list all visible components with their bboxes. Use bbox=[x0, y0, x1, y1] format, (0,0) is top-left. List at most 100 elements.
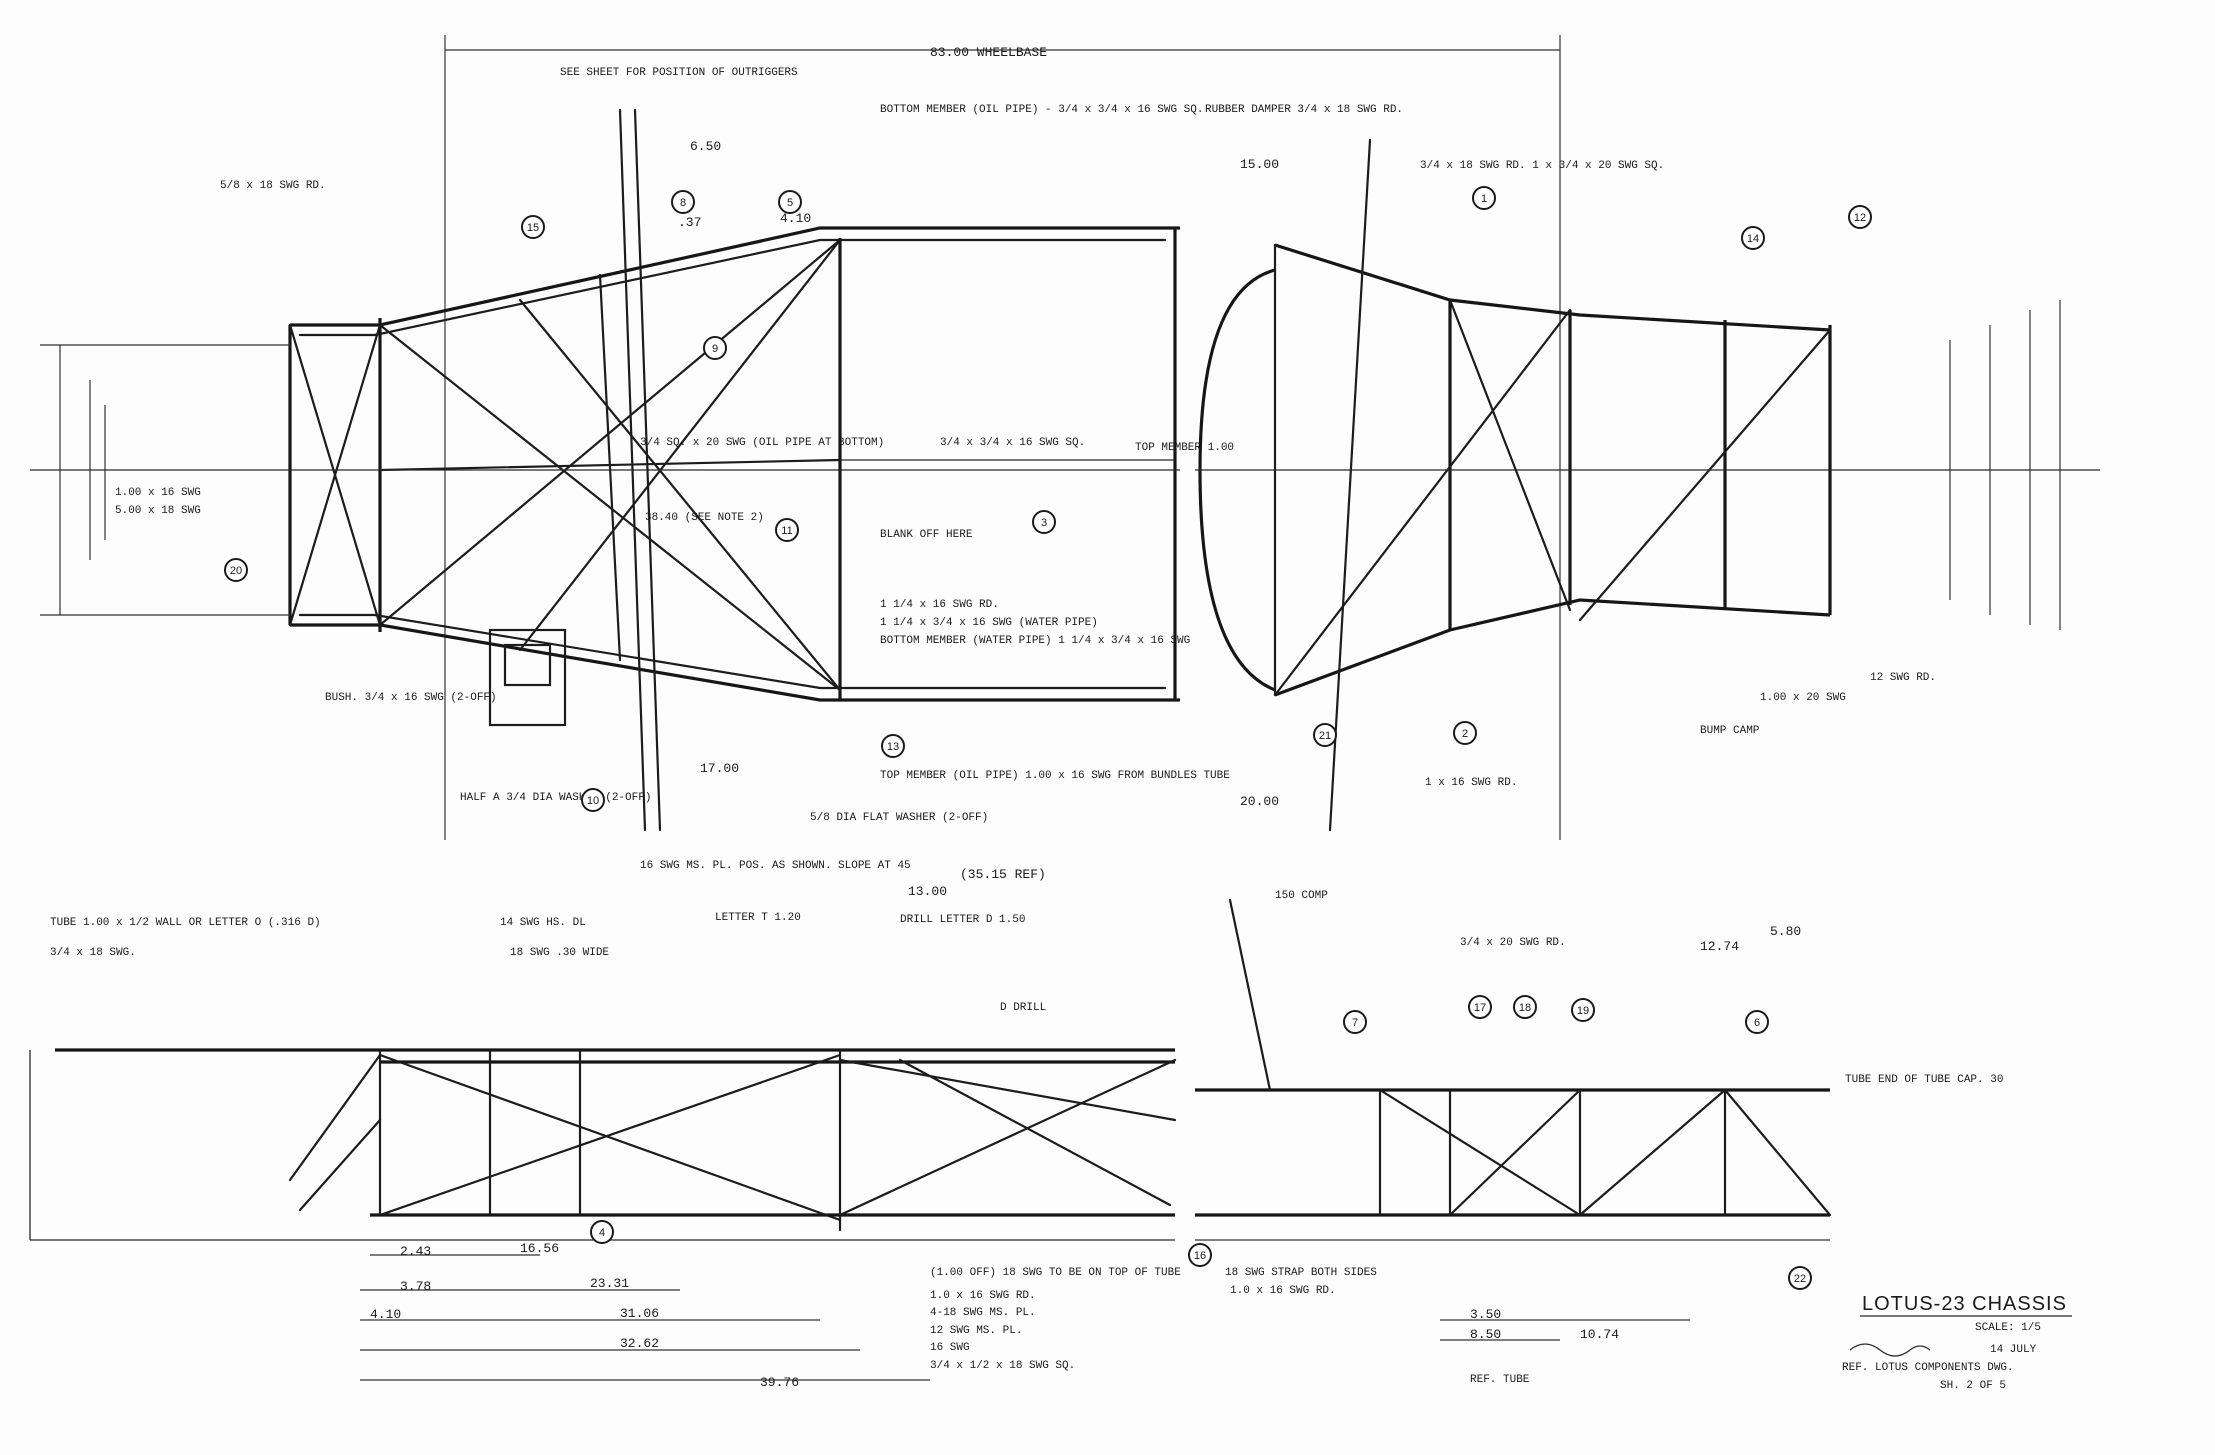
note-drill-2: D DRILL bbox=[1000, 1002, 1046, 1014]
note-bump: BUMP CAMP bbox=[1700, 725, 1760, 737]
dim-3-78: 3.78 bbox=[400, 1279, 431, 1294]
note-top-member-2: TOP MEMBER 1.00 bbox=[1135, 442, 1234, 454]
balloon: 12 bbox=[1848, 205, 1872, 229]
dim-3-50: 3.50 bbox=[1470, 1307, 1501, 1322]
note-tube-end: TUBE END OF TUBE CAP. 30 bbox=[1845, 1074, 2003, 1086]
dim-16-56: 16.56 bbox=[520, 1241, 559, 1256]
dim-5-80: 5.80 bbox=[1770, 924, 1801, 939]
note-bottom-member: BOTTOM MEMBER (OIL PIPE) - 3/4 x 3/4 x 1… bbox=[880, 104, 1203, 116]
dim-15-00: 15.00 bbox=[1240, 157, 1279, 172]
note-letter: LETTER T 1.20 bbox=[715, 912, 801, 924]
dim-4-10b: 4.10 bbox=[370, 1307, 401, 1322]
balloon: 6 bbox=[1745, 1010, 1769, 1034]
note-top-member: TOP MEMBER (OIL PIPE) 1.00 x 16 SWG FROM… bbox=[880, 770, 1230, 782]
note-half-washer: HALF A 3/4 DIA WASHER (2-OFF) bbox=[460, 792, 651, 804]
svg-text:9: 9 bbox=[712, 343, 718, 355]
note-blank: BLANK OFF HERE bbox=[880, 529, 973, 541]
side-view-rear: 12.74 5.80 3.50 8.50 10.74 150 COMP 3/4 … bbox=[1195, 890, 2003, 1386]
note-drill: DRILL LETTER D 1.50 bbox=[900, 914, 1025, 926]
dim-20-00: 20.00 bbox=[1240, 794, 1279, 809]
svg-text:22: 22 bbox=[1794, 1273, 1806, 1285]
note-16-swg-rd: 1 x 16 SWG RD. bbox=[1425, 777, 1517, 789]
balloon: 13 bbox=[881, 734, 905, 758]
balloon: 14 bbox=[1741, 226, 1765, 250]
note-tube-left: TUBE 1.00 x 1/2 WALL OR LETTER O (.316 D… bbox=[50, 917, 321, 929]
note-flat-washer: 5/8 DIA FLAT WASHER (2-OFF) bbox=[810, 812, 988, 824]
balloon: 17 bbox=[1468, 995, 1492, 1019]
note-sq2: 3/4 x 3/4 x 16 SWG SQ. bbox=[940, 437, 1085, 449]
balloon: 4 bbox=[590, 1220, 614, 1244]
drawing-date: 14 JULY bbox=[1990, 1344, 2037, 1356]
balloon: 21 bbox=[1313, 723, 1337, 747]
plan-view-rear: RUBBER DAMPER 3/4 x 18 SWG RD. 3/4 x 18 … bbox=[1195, 104, 2100, 832]
wheelbase-label: 83.00 WHEELBASE bbox=[930, 45, 1047, 60]
svg-text:16: 16 bbox=[1194, 1250, 1206, 1262]
drawing-title: LOTUS-23 CHASSIS bbox=[1862, 1293, 2067, 1315]
svg-text:15: 15 bbox=[527, 222, 539, 234]
balloon: 10 bbox=[581, 788, 605, 812]
balloon: 19 bbox=[1571, 998, 1595, 1022]
drawing-scale: SCALE: 1/5 bbox=[1975, 1322, 2041, 1334]
dim-17-00: 17.00 bbox=[700, 761, 739, 776]
svg-text:10: 10 bbox=[587, 795, 599, 807]
svg-text:17: 17 bbox=[1474, 1002, 1486, 1014]
balloon: 11 bbox=[775, 518, 799, 542]
note-ref-tube: REF. TUBE bbox=[1470, 1374, 1530, 1386]
dim-6-50: 6.50 bbox=[690, 139, 721, 154]
title-block: LOTUS-23 CHASSIS SCALE: 1/5 14 JULY REF.… bbox=[1842, 1293, 2072, 1392]
balloon: 5 bbox=[778, 190, 802, 214]
note-bottom-water: BOTTOM MEMBER (WATER PIPE) 1 1/4 x 3/4 x… bbox=[880, 635, 1190, 647]
dim-8-50: 8.50 bbox=[1470, 1327, 1501, 1342]
balloon: 8 bbox=[671, 190, 695, 214]
note-16-swg: 16 SWG bbox=[930, 1342, 970, 1354]
note-rubber: RUBBER DAMPER 3/4 x 18 SWG RD. bbox=[1205, 104, 1403, 116]
note-bush: BUSH. 3/4 x 16 SWG (2-OFF) bbox=[325, 692, 497, 704]
balloon-group: 15 8 5 9 20 11 3 13 10 14 12 1 2 17 18 1… bbox=[224, 186, 1872, 1290]
dim-32-62: 32.62 bbox=[620, 1336, 659, 1351]
dim-2-43: 2.43 bbox=[400, 1244, 431, 1259]
dim-35-15-ref: (35.15 REF) bbox=[960, 867, 1046, 882]
dim-10-74: 10.74 bbox=[1580, 1327, 1619, 1342]
svg-text:7: 7 bbox=[1352, 1017, 1358, 1029]
note-3-4-20-rd: 3/4 x 20 SWG RD. bbox=[1460, 937, 1566, 949]
note-14swg: 14 SWG HS. DL bbox=[500, 917, 586, 929]
note-water: 1 1/4 x 3/4 x 16 SWG (WATER PIPE) bbox=[880, 617, 1098, 629]
dim-12-74: 12.74 bbox=[1700, 939, 1739, 954]
note-1-16-rd: 1.0 x 16 SWG RD. bbox=[1230, 1285, 1336, 1297]
dim-39-76: 39.76 bbox=[760, 1375, 799, 1390]
dim-37: .37 bbox=[678, 215, 701, 230]
note-3-4-1-2: 3/4 x 1/2 x 18 SWG SQ. bbox=[930, 1360, 1075, 1372]
svg-text:3: 3 bbox=[1041, 517, 1047, 529]
dim-13-00: 13.00 bbox=[908, 884, 947, 899]
note-5-8-18: 5/8 x 18 SWG RD. bbox=[220, 180, 326, 192]
svg-text:20: 20 bbox=[230, 565, 242, 577]
balloon: 15 bbox=[521, 215, 545, 239]
balloon: 1 bbox=[1472, 186, 1496, 210]
drawing-sheet: SH. 2 OF 5 bbox=[1940, 1380, 2006, 1392]
note-18-strap: 18 SWG STRAP BOTH SIDES bbox=[1225, 1267, 1377, 1279]
note-18swg: 18 SWG .30 WIDE bbox=[510, 947, 609, 959]
balloon: 7 bbox=[1343, 1010, 1367, 1034]
svg-text:5: 5 bbox=[787, 197, 793, 209]
balloon: 2 bbox=[1453, 721, 1477, 745]
note-3-4-18: 3/4 x 18 SWG RD. 1 x 3/4 x 20 SWG SQ. bbox=[1420, 160, 1664, 172]
balloon: 22 bbox=[1788, 1266, 1812, 1290]
balloon: 3 bbox=[1032, 510, 1056, 534]
svg-text:2: 2 bbox=[1462, 728, 1468, 740]
balloon: 9 bbox=[703, 336, 727, 360]
svg-text:18: 18 bbox=[1519, 1002, 1531, 1014]
note-1-0-16: 1.0 x 16 SWG RD. bbox=[930, 1290, 1036, 1302]
note-1-00-20: 1.00 x 20 SWG bbox=[1760, 692, 1846, 704]
svg-text:19: 19 bbox=[1577, 1005, 1589, 1017]
svg-text:21: 21 bbox=[1319, 730, 1331, 742]
svg-text:12: 12 bbox=[1854, 212, 1866, 224]
note-16swg-ms: 16 SWG MS. PL. POS. AS SHOWN. SLOPE AT 4… bbox=[640, 860, 911, 872]
balloon: 20 bbox=[224, 558, 248, 582]
svg-text:14: 14 bbox=[1747, 233, 1759, 245]
side-view-front: 16.56 23.31 31.06 32.62 39.76 2.43 3.78 … bbox=[29, 860, 1181, 1390]
note-150-comp: 150 COMP bbox=[1275, 890, 1328, 902]
note-5-00: 5.00 x 18 SWG bbox=[115, 505, 201, 517]
svg-text:1: 1 bbox=[1481, 193, 1487, 205]
svg-text:8: 8 bbox=[680, 197, 686, 209]
